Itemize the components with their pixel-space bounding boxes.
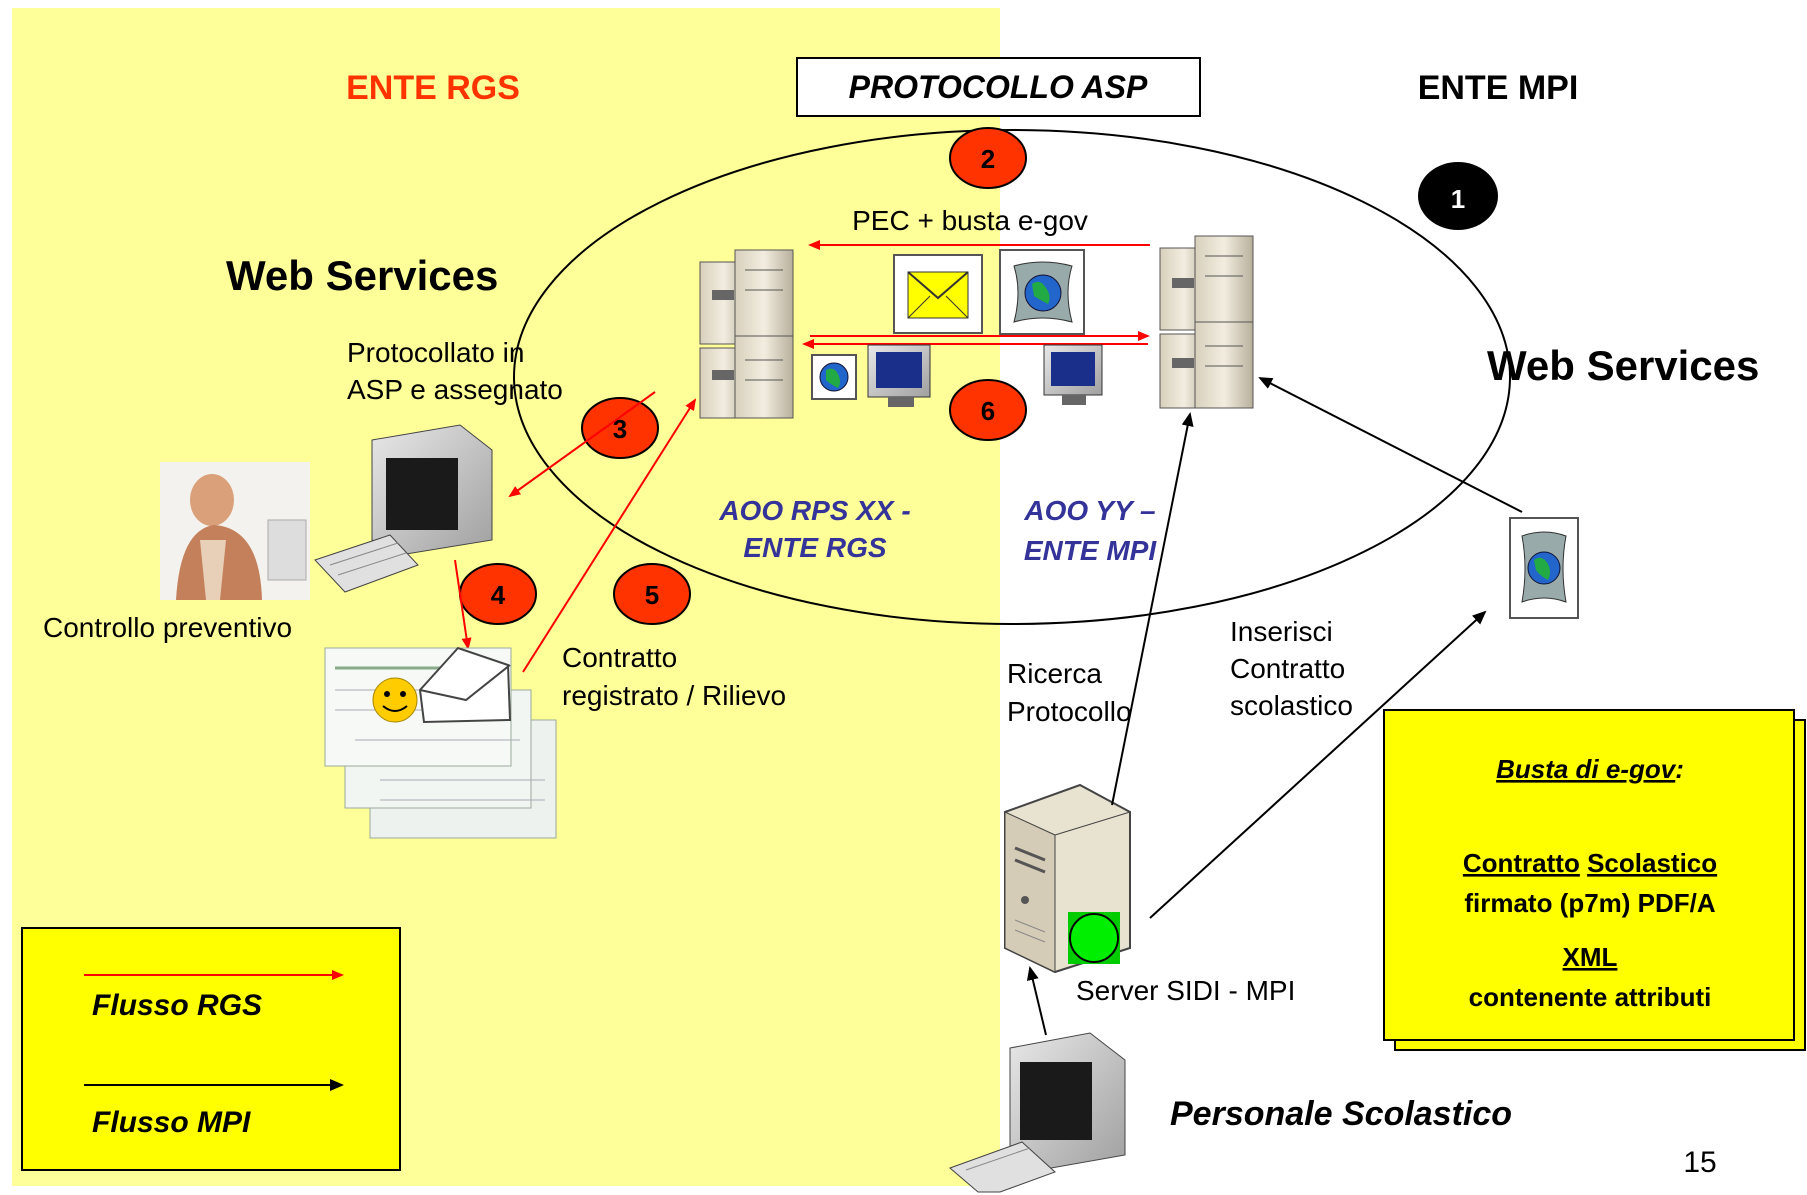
operator-computer-icon: [314, 424, 493, 593]
workstation-icon-right: [1043, 344, 1103, 405]
inserisci-line3: scolastico: [1230, 690, 1353, 721]
step-1-label: 1: [1451, 184, 1465, 214]
flow-inserisci-contratto: [1149, 610, 1487, 919]
small-globe-icon: [811, 354, 857, 400]
envelope-icon: [893, 254, 983, 334]
step-4-label: 4: [491, 580, 506, 610]
legend-box: [21, 927, 401, 1171]
protocollo-asp-title: PROTOCOLLO ASP: [849, 69, 1148, 105]
aoo-left-line1: AOO RPS XX -: [718, 495, 910, 526]
step-2-label: 2: [981, 144, 995, 174]
aoo-left-line2: ENTE RGS: [743, 532, 886, 563]
egov-globe-right-icon: [1509, 517, 1579, 619]
step-6-label: 6: [981, 396, 995, 426]
busta-contenente: contenente attributi: [1469, 982, 1712, 1012]
busta-xml: XML: [1563, 942, 1618, 972]
controllo-label: Controllo preventivo: [43, 612, 292, 643]
step-6-badge: [949, 379, 1027, 441]
server-status-dot: [1069, 913, 1119, 963]
step-5-badge: [613, 563, 691, 625]
ricerca-line1: Ricerca: [1007, 658, 1102, 689]
flow-step-5: [522, 398, 697, 673]
personale-computer-icon: [949, 1032, 1126, 1193]
pec-label: PEC + busta e-gov: [852, 205, 1088, 236]
aoo-right-line1: AOO YY –: [1023, 495, 1155, 526]
server-cluster-left: [699, 249, 794, 419]
server-sidi-icon: [1004, 783, 1131, 974]
flow-egov-to-mpi: [1258, 377, 1523, 513]
egov-globe-icon: [999, 249, 1085, 335]
ente-rgs-title: ENTE RGS: [346, 69, 520, 107]
ente-mpi-title: ENTE MPI: [1418, 69, 1579, 107]
server-cluster-right: [1159, 235, 1254, 409]
web-services-left: Web Services: [226, 252, 498, 299]
flow-personale-to-server: [1026, 966, 1047, 1036]
protocollato-line2: ASP e assegnato: [347, 374, 563, 405]
flow-step-4: [454, 559, 472, 650]
step-5-label: 5: [645, 580, 659, 610]
inserisci-line1: Inserisci: [1230, 616, 1333, 647]
contratto-registrato-line2: registrato / Rilievo: [562, 680, 786, 711]
open-envelope-icon: [418, 646, 512, 724]
personale-label: Personale Scolastico: [1170, 1095, 1512, 1133]
workstation-icon-left: [867, 344, 931, 407]
flow-step-3: [508, 391, 656, 498]
legend-mpi-label: Flusso MPI: [92, 1106, 251, 1139]
protocollo-asp-box: [796, 57, 1201, 117]
ricerca-line2: Protocollo: [1007, 696, 1132, 727]
busta-box: [1383, 709, 1795, 1041]
web-services-right: Web Services: [1487, 342, 1759, 389]
step-3-label: 3: [613, 414, 627, 444]
busta-title: Busta di e-gov:: [1496, 754, 1684, 784]
step-1-badge: [1418, 162, 1498, 230]
page-number: 15: [1683, 1146, 1716, 1179]
aoo-right-line2: ENTE MPI: [1024, 535, 1157, 566]
protocollato-line1: Protocollato in: [347, 337, 524, 368]
legend-rgs-label: Flusso RGS: [92, 989, 262, 1022]
smiley-icon: [372, 677, 418, 723]
busta-firmato: firmato (p7m) PDF/A: [1464, 888, 1716, 918]
busta-contratto: Contratto Scolastico: [1463, 848, 1717, 878]
contratto-registrato-line1: Contratto: [562, 642, 677, 673]
operator-photo: [160, 462, 310, 600]
flow-ricerca-protocollo: [1111, 412, 1194, 806]
asp-ellipse: [513, 129, 1511, 625]
step-2-badge: [949, 127, 1027, 189]
inserisci-line2: Contratto: [1230, 653, 1345, 684]
step-3-badge: [581, 397, 659, 459]
server-sidi-label: Server SIDI - MPI: [1076, 975, 1295, 1006]
